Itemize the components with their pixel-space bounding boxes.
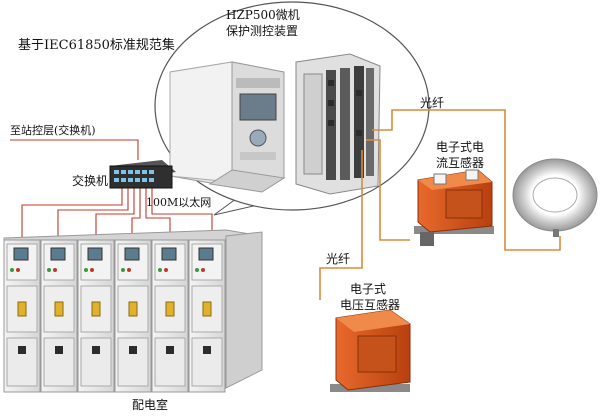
- vt-label-line2: 电压互感器: [340, 298, 401, 312]
- standard-title: 基于IEC61850标准规范集: [18, 38, 175, 53]
- voltage-transformer-icon: [330, 309, 411, 392]
- cabinet-unit: [114, 239, 152, 393]
- switchgear-room-label: 配电室: [132, 398, 169, 412]
- cabinet-unit: [188, 239, 226, 393]
- cabinet-unit: [40, 239, 78, 393]
- ethernet-label: 100M以太网: [146, 196, 212, 209]
- cabinet-unit: [77, 239, 115, 393]
- fiber-label-top: 光纤: [420, 96, 445, 110]
- station-layer-label: 至站控层(交换机): [10, 124, 96, 137]
- device-rear-view: [295, 53, 381, 195]
- ct-label-line1: 电子式电: [436, 140, 485, 154]
- ct-label-line2: 流互感器: [436, 156, 485, 170]
- cabinet-unit: [3, 239, 41, 393]
- current-transformer-icon: [414, 169, 494, 246]
- ring-sensor-icon: [512, 158, 598, 237]
- protection-device-icon: [169, 61, 286, 193]
- cabinet-unit: [151, 239, 189, 393]
- device-name-line2: 保护测控装置: [226, 24, 299, 38]
- network-switch-icon: [109, 160, 176, 189]
- device-name-line1: HZP500微机: [226, 8, 300, 22]
- switchgear-cabinet-icon: [3, 229, 263, 393]
- fiber-optic-lines: [319, 109, 561, 300]
- switch-label: 交换机: [72, 174, 109, 188]
- fiber-label-bottom: 光纤: [326, 252, 351, 266]
- vt-label-line1: 电子式: [350, 282, 387, 296]
